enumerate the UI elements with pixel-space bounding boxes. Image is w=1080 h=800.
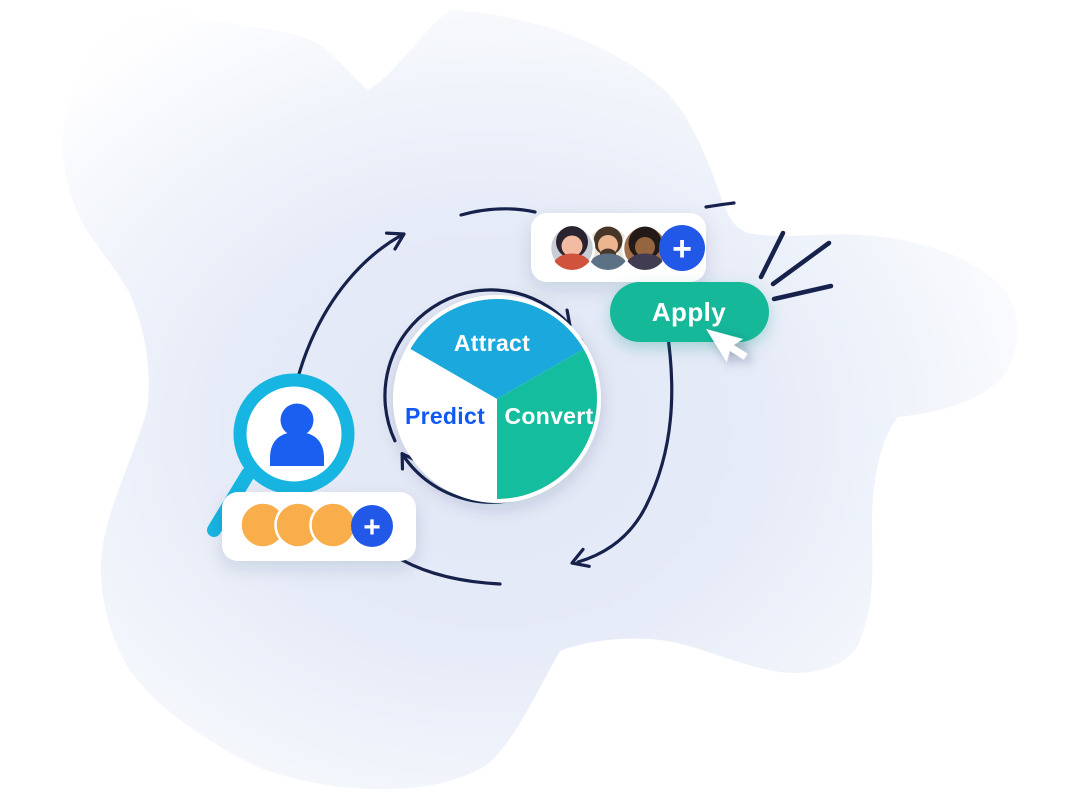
apply-button[interactable]: Apply [610, 282, 769, 342]
profile-circle [309, 501, 357, 549]
cycle-pie-chart: Attract Convert Predict [393, 295, 601, 503]
pie-label-predict: Predict [405, 403, 485, 429]
cursor-icon [706, 329, 748, 363]
apply-button-bg[interactable] [610, 282, 769, 342]
person-head [280, 403, 314, 437]
emphasis-rays [758, 230, 834, 302]
ray-2 [770, 240, 832, 287]
person-shoulders [270, 432, 324, 466]
outer-arc-right [576, 328, 674, 564]
plus-icon: + [363, 511, 381, 544]
pie-label-attract: Attract [454, 330, 530, 356]
pie-slice-predict [397, 349, 497, 499]
add-team-member-circle[interactable] [659, 225, 705, 271]
add-profile-circle[interactable] [351, 505, 393, 547]
inner-arc-a [383, 288, 572, 443]
avatar-man [584, 224, 632, 272]
outer-arc-right-arrowhead [570, 547, 591, 568]
outer-arc-bottom [400, 558, 502, 586]
apply-button-label: Apply [652, 297, 726, 327]
pie-label-convert: Convert [504, 403, 593, 429]
ray-1 [758, 230, 786, 280]
pie-slice-attract [410, 299, 584, 399]
pie-slice-convert [497, 349, 597, 499]
plus-icon: + [672, 230, 692, 268]
avatar-woman-1 [548, 224, 596, 272]
outer-arc-top [459, 207, 537, 217]
outer-arc-left-arrowhead [384, 231, 406, 251]
person-icon [270, 403, 324, 466]
add-team-member-button[interactable]: + [659, 225, 705, 271]
profiles-card: + [222, 492, 416, 561]
add-profile-button[interactable]: + [351, 505, 393, 547]
ray-3 [771, 283, 834, 302]
team-card: + [531, 213, 706, 282]
outer-arc-top-right-tip [704, 201, 736, 209]
inner-arc-b-arrowhead [400, 452, 418, 471]
